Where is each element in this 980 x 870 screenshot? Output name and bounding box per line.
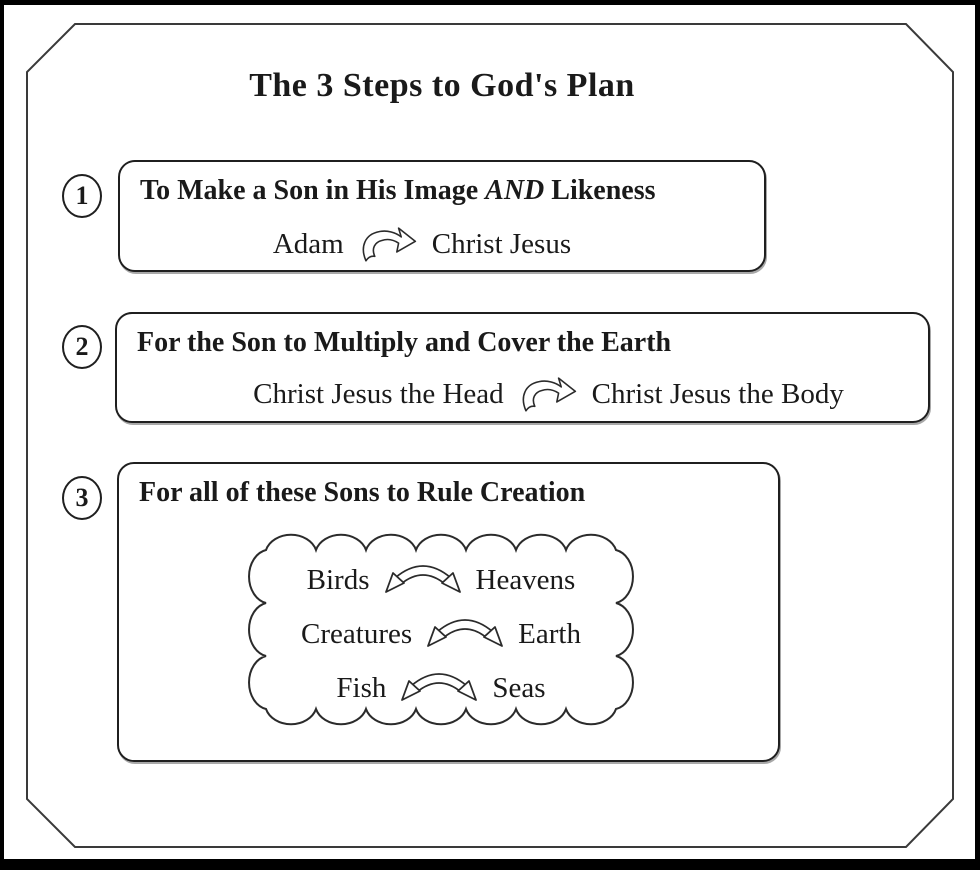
step-2-number: 2: [75, 332, 89, 361]
step-3-number: 3: [75, 483, 89, 512]
curved-arrow-icon: [522, 377, 576, 412]
double-curved-arrow-icon: [427, 619, 504, 647]
step-2-flow-from: Christ Jesus the Head: [253, 377, 504, 410]
step-1-heading: To Make a Son in His Image AND Likeness: [140, 175, 744, 207]
pair-row: Creatures Earth: [263, 607, 619, 661]
step-1-heading-emphasis: AND: [485, 175, 545, 206]
step-1-number: 1: [75, 181, 89, 210]
pair-row: Birds Heavens: [263, 553, 619, 607]
pair-right-label: Earth: [518, 617, 581, 650]
cloud-rows: Birds Heavens Creatures Earth: [263, 553, 619, 717]
pair-row: Fish Seas: [263, 661, 619, 715]
step-3-number-badge: 3: [62, 476, 102, 520]
step-2-box: For the Son to Multiply and Cover the Ea…: [115, 312, 930, 423]
creation-cloud: Birds Heavens Creatures Earth: [245, 521, 637, 737]
step-1-flow: Adam Christ Jesus: [120, 223, 764, 265]
step-2-number-badge: 2: [62, 325, 102, 369]
double-curved-arrow-icon: [384, 565, 461, 593]
double-curved-arrow-icon: [401, 673, 478, 701]
pair-right-label: Seas: [492, 671, 546, 704]
step-2-flow-to: Christ Jesus the Body: [591, 377, 844, 410]
page-title: The 3 Steps to God's Plan: [249, 67, 635, 104]
pair-left-label: Creatures: [301, 617, 413, 650]
step-3-box: For all of these Sons to Rule Creation B…: [117, 462, 780, 762]
step-1-flow-to: Christ Jesus: [431, 227, 572, 260]
step-1-number-badge: 1: [62, 174, 102, 218]
step-3-heading: For all of these Sons to Rule Creation: [139, 477, 586, 508]
curved-arrow-icon: [362, 227, 416, 262]
step-2-flow: Christ Jesus the Head Christ Jesus the B…: [117, 373, 928, 415]
step-1-flow-from: Adam: [272, 227, 344, 260]
step-1-heading-after: Likeness: [551, 175, 656, 206]
pair-left-label: Birds: [306, 563, 370, 596]
step-1-box: To Make a Son in His Image AND Likeness …: [118, 160, 766, 272]
pair-left-label: Fish: [336, 671, 387, 704]
step-2-heading: For the Son to Multiply and Cover the Ea…: [137, 327, 672, 358]
step-1-heading-before: To Make a Son in His Image: [140, 175, 479, 206]
pair-right-label: Heavens: [475, 563, 576, 596]
